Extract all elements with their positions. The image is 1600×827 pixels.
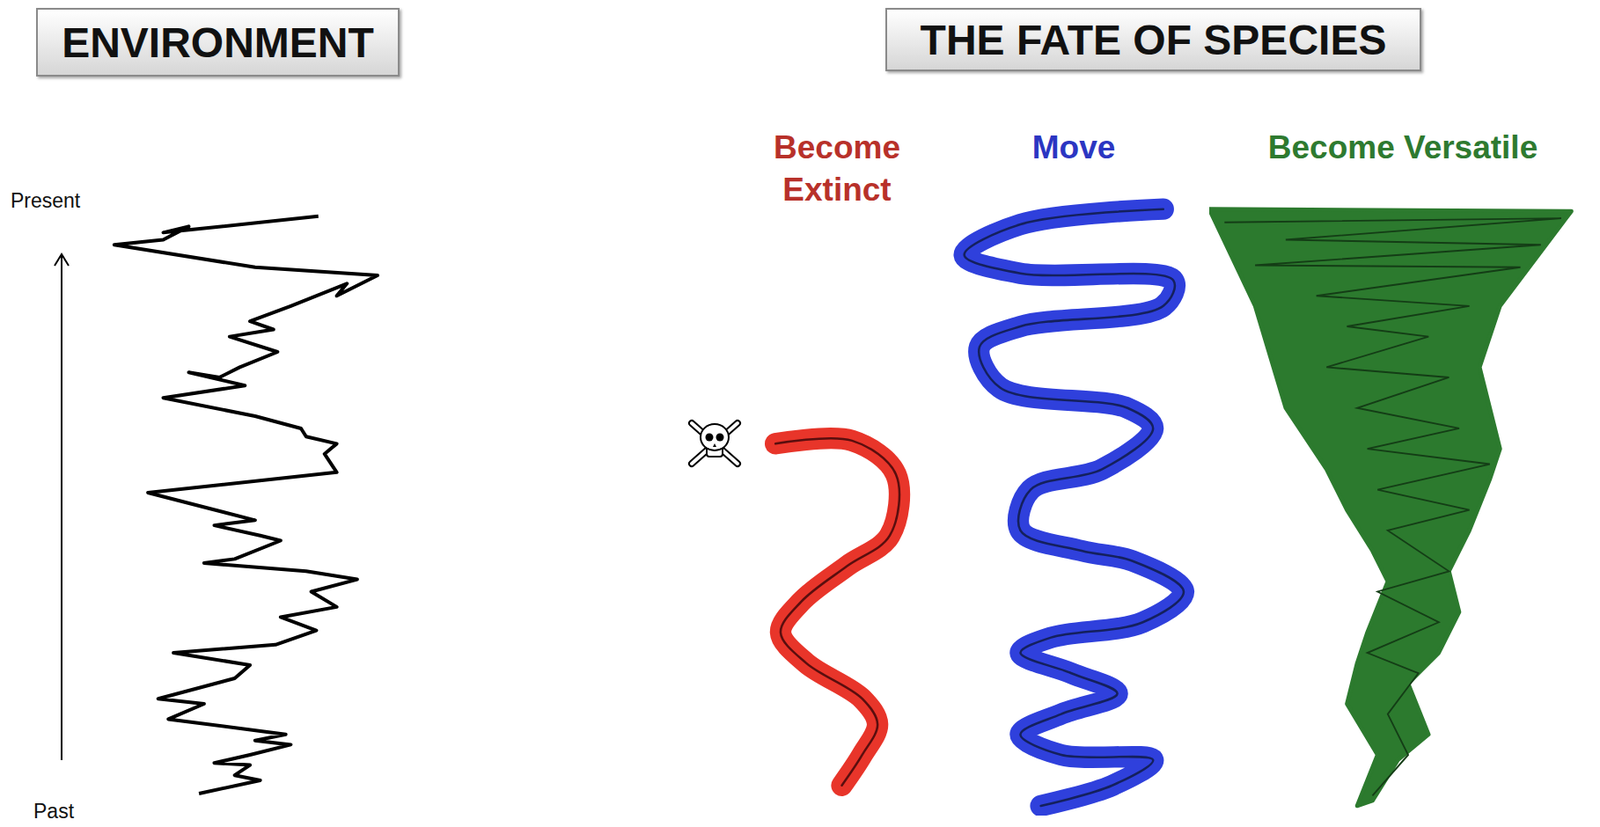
heading-text: ENVIRONMENT [61,18,375,67]
heading-box: ENVIRONMENT [36,7,400,77]
heading-text: THE FATE OF SPECIES [920,15,1388,65]
band-shape [714,122,960,807]
species-core-line [1224,218,1562,796]
extinct-band: Become Extinct [714,122,960,807]
band-shape [948,122,1199,816]
fate-heading: Become Versatile [1213,126,1593,169]
skull-nose [712,443,717,448]
species-path [964,209,1184,807]
species-funnel [1209,209,1572,807]
skull-eye [716,433,725,442]
axis-label: Past [33,799,74,824]
species-core-line [964,209,1184,807]
species-core-line [775,438,900,786]
time-arrowhead [54,254,69,266]
species-path [775,438,900,786]
fate-heading: Move [959,126,1189,169]
crossbone [691,423,738,464]
heading-box: THE FATE OF SPECIES [885,7,1422,72]
move-band: Move [948,122,1199,816]
skull-head [700,424,729,451]
environment-line [114,216,378,794]
crossbone [691,423,738,464]
crossbone-fill [691,423,738,464]
skull-eye [705,433,714,442]
time-axis [60,255,63,761]
crossbone-fill [691,423,738,464]
versatile-band: Become Versatile [1209,122,1597,816]
skull-symbol [691,423,738,464]
axis-label: Present [10,188,81,213]
band-shape [1209,122,1597,816]
fate-heading: Become Extinct [748,126,925,212]
